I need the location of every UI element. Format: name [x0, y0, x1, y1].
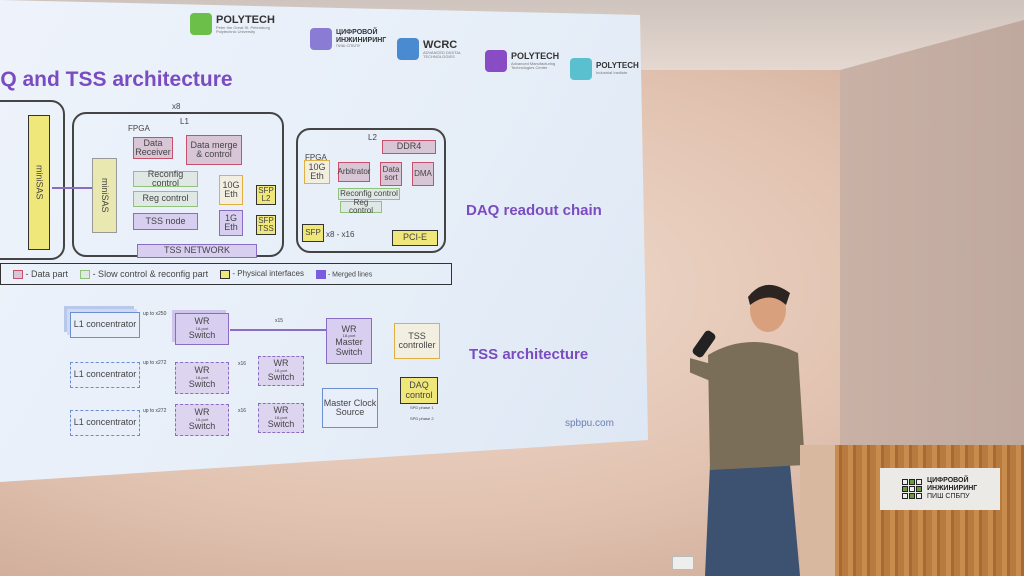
slide-title: DAQ and TSS architecture — [0, 68, 233, 91]
up-to-272-a: up to x272 — [143, 360, 167, 366]
sfp-l2-box: SFP L2 — [256, 185, 276, 205]
legend-phys: - Physical interfaces — [220, 269, 304, 279]
up-to-250: up to x250 — [143, 311, 167, 317]
reconfig-control-box: Reconfig control — [133, 169, 198, 188]
podium — [800, 445, 1024, 576]
legend-slow: - Slow control & reconfig part — [80, 269, 208, 280]
dma-box: DMA — [412, 162, 434, 186]
master-clock-box: Master Clock Source — [322, 388, 378, 428]
x8-label: x8 — [172, 102, 181, 111]
legend: - Data part - Slow control & reconfig pa… — [0, 263, 452, 285]
sfp-box: SFP — [302, 224, 324, 242]
x15-link — [230, 329, 326, 331]
ddr4-box: DDR4 — [382, 140, 436, 154]
data-sort-box: Data sort — [380, 162, 402, 186]
l2-reconfig-box: Reconfig control — [338, 188, 400, 200]
l2-group — [296, 128, 446, 253]
front-end-group — [0, 100, 65, 260]
data-receiver-box: Data Receiver — [133, 137, 173, 159]
merged-line — [52, 187, 92, 189]
arbitrator-box: Arbitrator — [338, 162, 370, 182]
daq-control-box: DAQ control — [400, 377, 438, 404]
l1-concentrator-1: L1 concentrator — [70, 312, 140, 338]
sfp-mult-label: x8 - x16 — [326, 230, 355, 239]
eth-1g-box: 1G Eth — [219, 210, 243, 236]
daq-heading: DAQ readout chain — [466, 202, 602, 219]
tss-heading: TSS architecture — [469, 346, 589, 363]
tss-network-box: TSS NETWORK — [137, 244, 257, 258]
legend-data: - Data part — [13, 269, 68, 280]
legend-merged: - Merged lines — [315, 269, 372, 279]
fpga2-label: FPGA — [305, 153, 327, 162]
l1-label: L1 — [180, 117, 189, 126]
reg-control-box: Reg control — [133, 191, 198, 207]
minisas-left: miniSAS — [28, 115, 50, 250]
fpga-label: FPGA — [128, 124, 150, 133]
wall-outlet — [672, 556, 694, 570]
l2-eth-box: 10G Eth — [304, 160, 330, 184]
l1-concentrator-2: L1 concentrator — [70, 362, 140, 388]
l2-reg-box: Reg control — [340, 198, 382, 215]
digital-engineering-logo-icon — [310, 28, 332, 50]
pcie-box: PCI-E — [392, 230, 438, 246]
polytech-amt-logo-icon — [485, 50, 507, 72]
wcrc-logo-icon — [397, 38, 419, 60]
slide-footer-url: spbpu.com — [565, 418, 614, 429]
l1-concentrator-3: L1 concentrator — [70, 410, 140, 436]
up-to-272-b: up to x272 — [143, 408, 167, 414]
tss-controller-box: TSS controller — [394, 323, 440, 359]
tss-node-box: TSS node — [133, 213, 198, 230]
x16-label-b: x16 — [238, 408, 247, 414]
podium-side — [800, 445, 835, 576]
presenter — [690, 284, 805, 576]
polytech-logo-icon — [190, 13, 212, 35]
minisas-l1: miniSAS — [92, 158, 117, 233]
sfp-tss-box: SFP TSS — [256, 215, 276, 235]
x16-label-a: x16 — [238, 361, 247, 367]
data-merge-box: Data merge & control — [186, 135, 242, 165]
phase1-legend: SPD phase 1 — [410, 405, 434, 410]
digital-engineering-logo-icon — [902, 479, 922, 499]
l2-label: L2 — [368, 133, 377, 142]
eth-10g-box: 10G Eth — [219, 175, 243, 205]
polytech-industrial-logo-icon — [570, 58, 592, 80]
phase2-legend: SPD phase 2 — [410, 416, 434, 421]
x15-label: x15 — [275, 318, 284, 324]
